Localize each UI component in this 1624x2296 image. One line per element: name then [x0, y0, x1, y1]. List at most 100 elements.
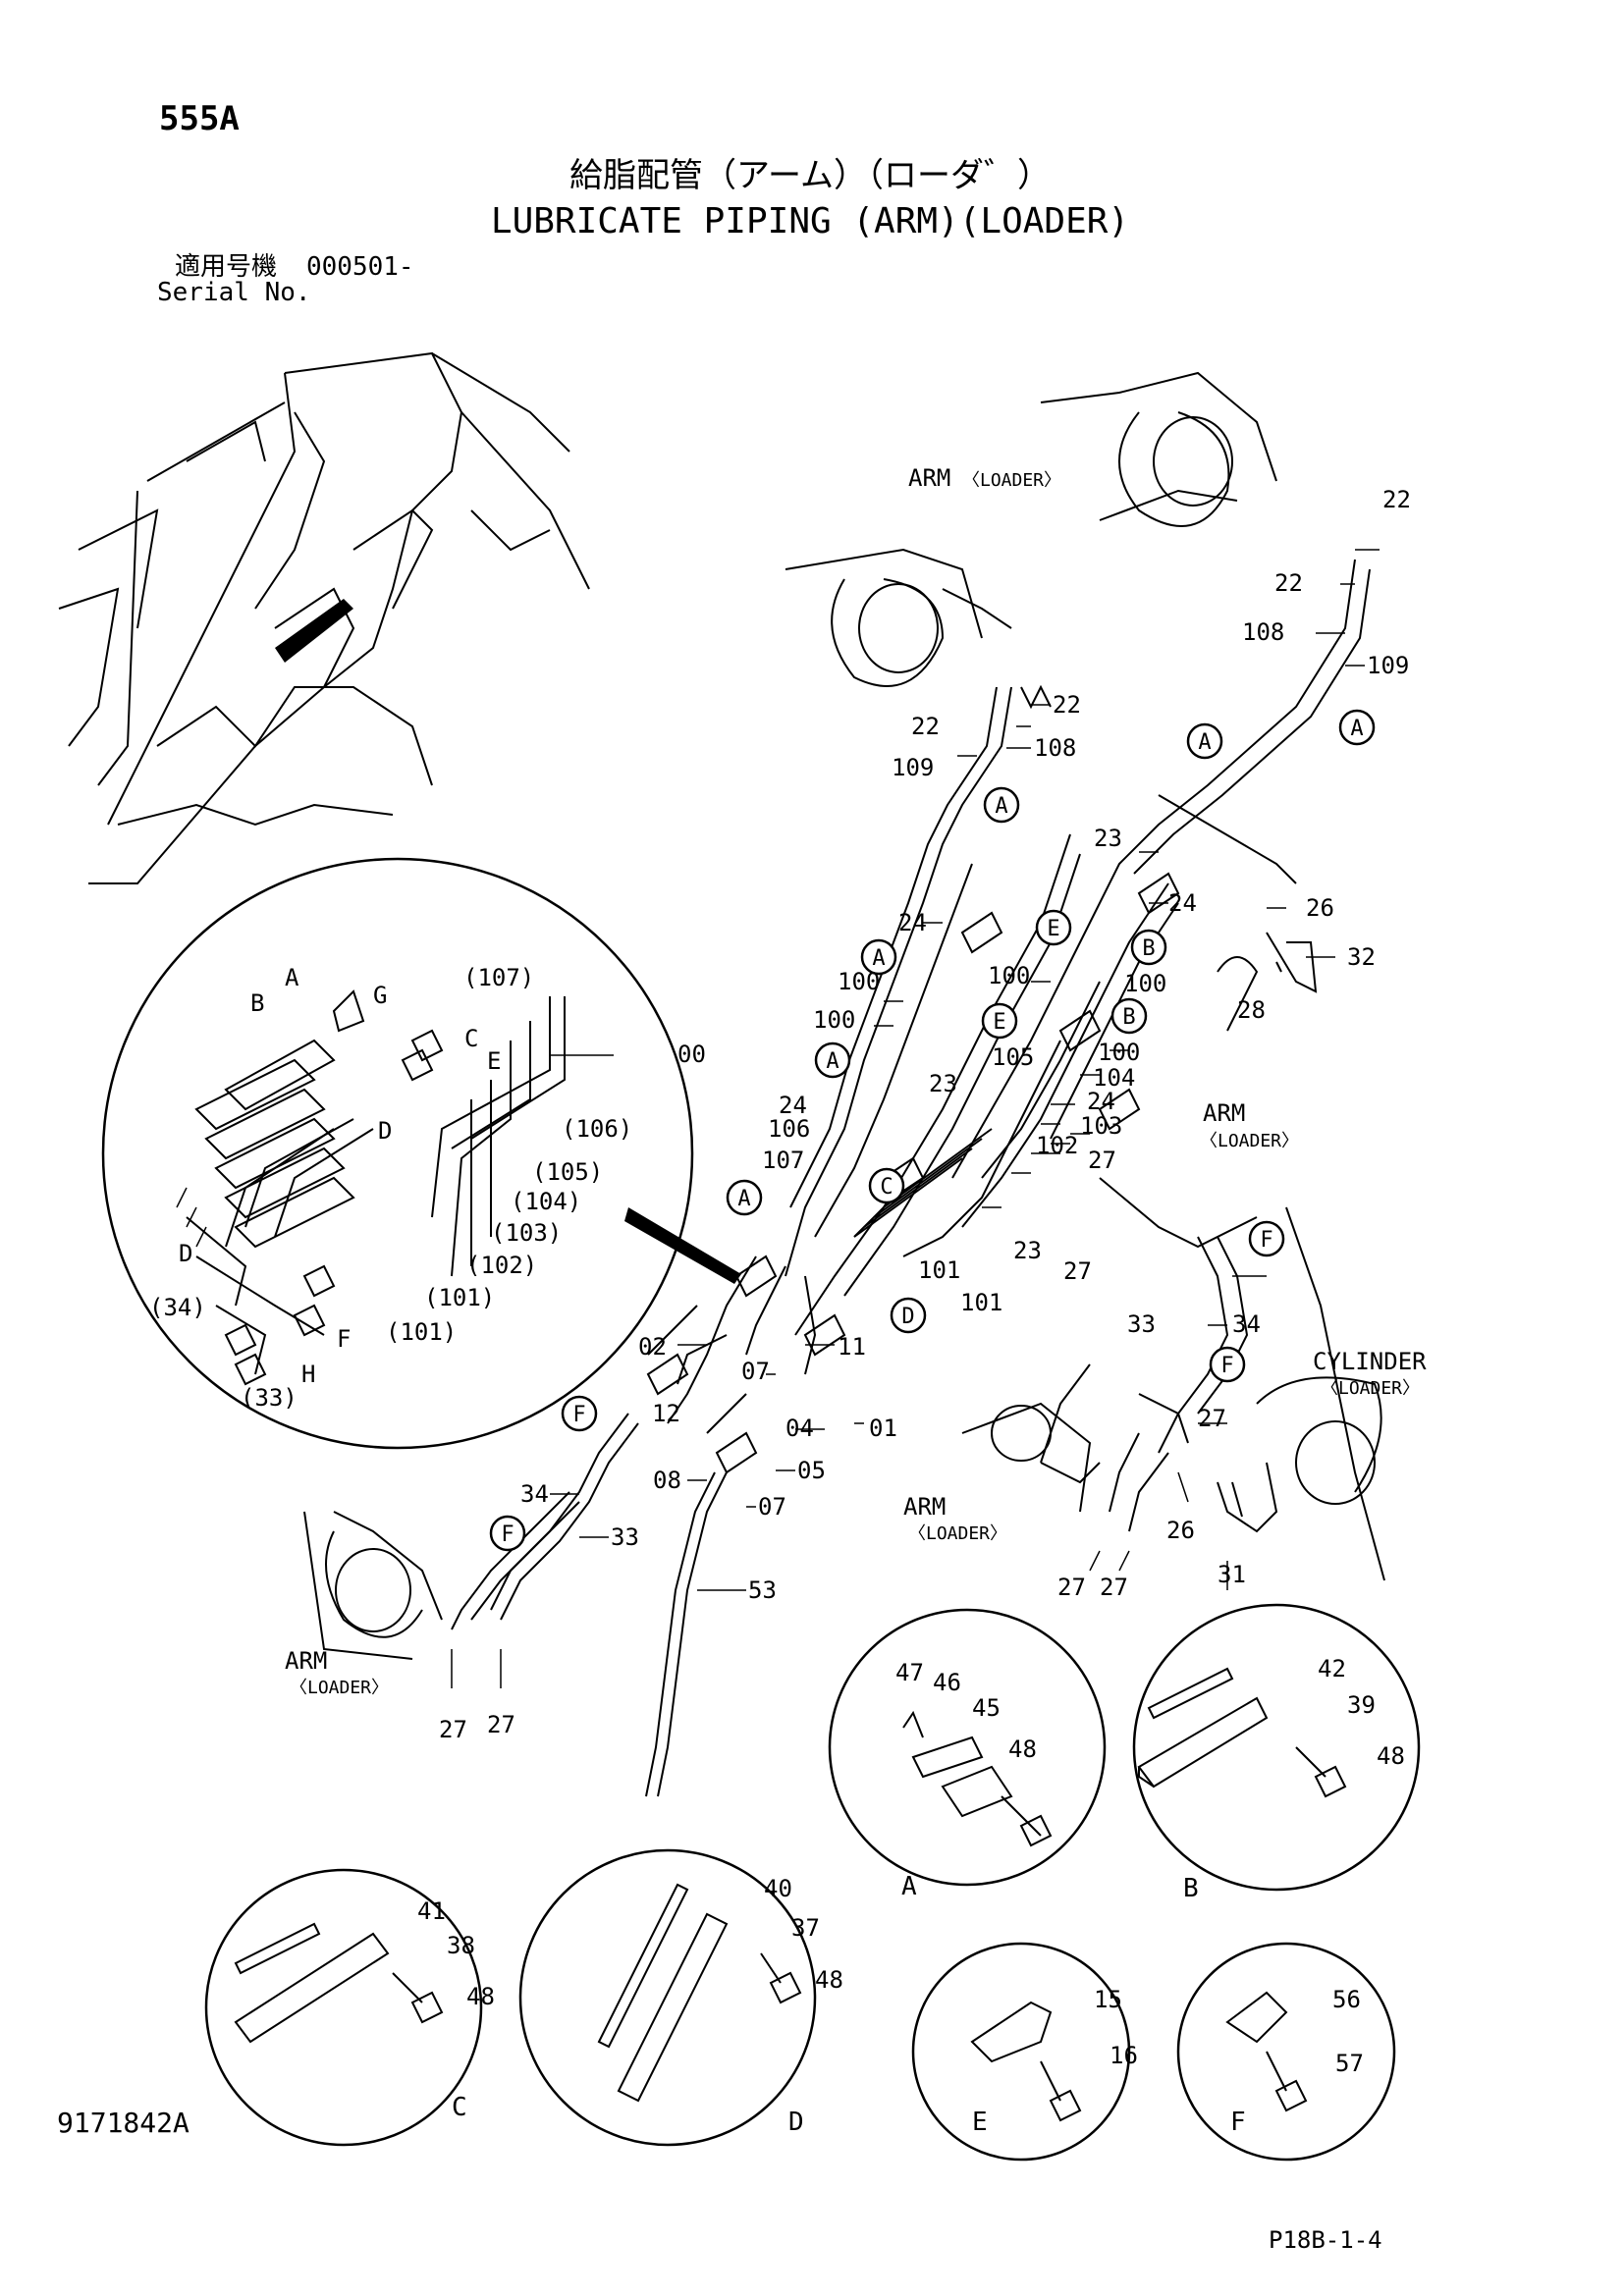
detail-labels-d: 40 37 48 D [764, 1875, 843, 2137]
inset-label: (107) [463, 964, 534, 991]
inset-label: (104) [511, 1188, 581, 1215]
callout-label: 28 [1237, 996, 1266, 1024]
callout-label: 27 [1063, 1257, 1092, 1285]
callout-label: 07 [758, 1493, 786, 1521]
view-marker: A [1198, 730, 1211, 755]
view-marker: E [1047, 917, 1059, 941]
callout-label: 100 [988, 962, 1030, 989]
annotations: ARM 〈LOADER〉 ARM 〈LOADER〉 CYLINDER 〈LOAD… [285, 464, 1427, 1698]
detail-part: 38 [447, 1932, 475, 1959]
inset-label: (103) [491, 1219, 562, 1247]
inset-label: (102) [466, 1252, 537, 1279]
detail-view-letter: F [1230, 2108, 1246, 2137]
view-marker: D [901, 1305, 914, 1329]
leader-lines [451, 549, 1380, 1688]
view-marker: B [1142, 936, 1155, 961]
callout-label: 104 [1093, 1064, 1135, 1092]
callout-label: 00 [677, 1041, 706, 1068]
inset-label: (34) [149, 1294, 206, 1321]
callout-label: 27 [439, 1716, 467, 1743]
serial-label-en: Serial No. [157, 278, 311, 307]
loader-tag-left: 〈LOADER〉 [290, 1678, 389, 1698]
detail-view-d [518, 1848, 817, 2147]
inset-label: B [250, 989, 264, 1017]
view-marker: E [993, 1010, 1005, 1035]
detail-labels-e: 15 16 E [972, 1986, 1138, 2137]
view-marker: A [995, 794, 1007, 819]
loader-tag-cylinder: 〈LOADER〉 [1321, 1378, 1420, 1399]
detail-part: 48 [466, 1983, 495, 2010]
inset-label: (105) [532, 1158, 603, 1186]
inset-label: (33) [241, 1384, 298, 1412]
callout-label: 24 [1087, 1088, 1115, 1115]
detail-labels-a: 47 46 45 48 A [895, 1659, 1037, 1901]
callout-label: 34 [1232, 1310, 1261, 1338]
detail-view-b [1132, 1603, 1421, 1892]
callout-label: 26 [1306, 894, 1334, 922]
callout-label: 109 [892, 754, 934, 781]
callout-label: 109 [1367, 652, 1409, 679]
inset-label: G [373, 982, 387, 1009]
detail-view-c [204, 1868, 483, 2147]
callout-label: 100 [813, 1006, 855, 1034]
view-marker: A [826, 1049, 839, 1074]
callout-label: 11 [838, 1333, 866, 1361]
arm-label-left: ARM [285, 1647, 327, 1675]
inset-label: C [464, 1025, 478, 1052]
detail-view-letter: C [452, 2093, 467, 2122]
detail-part: 47 [895, 1659, 924, 1686]
detail-part: 40 [764, 1875, 792, 1902]
inset-label: H [301, 1361, 315, 1388]
callout-label: 27 [1088, 1147, 1116, 1174]
inset-label: (101) [386, 1318, 457, 1346]
callout-label: 107 [762, 1147, 804, 1174]
callout-label: 27 [1198, 1405, 1226, 1432]
inset-labels: (107) A B G C E D (106) (105) (104) (103… [149, 964, 632, 1412]
callout-label: 108 [1034, 734, 1076, 762]
arm-label-right: ARM [1203, 1099, 1245, 1127]
callout-label: 108 [1242, 618, 1284, 646]
detail-view-letter: E [972, 2108, 988, 2137]
callout-label: 31 [1218, 1561, 1246, 1588]
title-english: LUBRICATE PIPING (ARM)(LOADER) [491, 201, 1129, 241]
detail-part: 56 [1332, 1986, 1361, 2013]
inset-label: (101) [424, 1284, 495, 1311]
detail-part: 48 [1377, 1742, 1405, 1770]
callout-label: 101 [960, 1289, 1002, 1316]
inset-label: (106) [562, 1115, 632, 1143]
inset-label: E [487, 1047, 501, 1075]
callout-label: 106 [768, 1115, 810, 1143]
serial-label-jp: 適用号機 [175, 252, 277, 282]
detail-part: 45 [972, 1694, 1001, 1722]
view-marker: F [1260, 1228, 1272, 1253]
arm-outlines [303, 371, 1382, 1660]
arm-label-center: ARM [903, 1493, 946, 1521]
callout-label: 100 [838, 968, 880, 995]
detail-part: 37 [791, 1914, 820, 1942]
detail-part: 42 [1318, 1655, 1346, 1682]
view-marker: A [737, 1187, 750, 1211]
callout-label: 33 [1127, 1310, 1156, 1338]
callout-label: 08 [653, 1467, 681, 1494]
callout-label: 34 [520, 1480, 549, 1508]
view-marker: A [1350, 717, 1363, 741]
main-callouts: 22 22 108 109 22 22 109 108 23 24 26 32 … [439, 486, 1411, 1743]
callout-label: 23 [1094, 825, 1122, 852]
callout-label: 105 [992, 1043, 1034, 1071]
page-code: 555A [159, 99, 240, 138]
detail-labels-b: 42 39 48 B [1183, 1655, 1405, 1903]
detail-view-f [1176, 1942, 1396, 2162]
detail-view-letter: D [788, 2108, 804, 2137]
manifold-inset [101, 857, 741, 1450]
detail-part: 48 [1008, 1735, 1037, 1763]
loader-tag-top: 〈LOADER〉 [962, 470, 1061, 491]
callout-label: 103 [1080, 1112, 1122, 1140]
detail-part: 57 [1335, 2050, 1364, 2077]
detail-part: 15 [1094, 1986, 1122, 2013]
callout-label: 101 [918, 1256, 960, 1284]
callout-label: 02 [638, 1333, 667, 1361]
detail-part: 39 [1347, 1691, 1376, 1719]
main-piping [451, 489, 1385, 1797]
loader-tag-right: 〈LOADER〉 [1200, 1131, 1299, 1151]
